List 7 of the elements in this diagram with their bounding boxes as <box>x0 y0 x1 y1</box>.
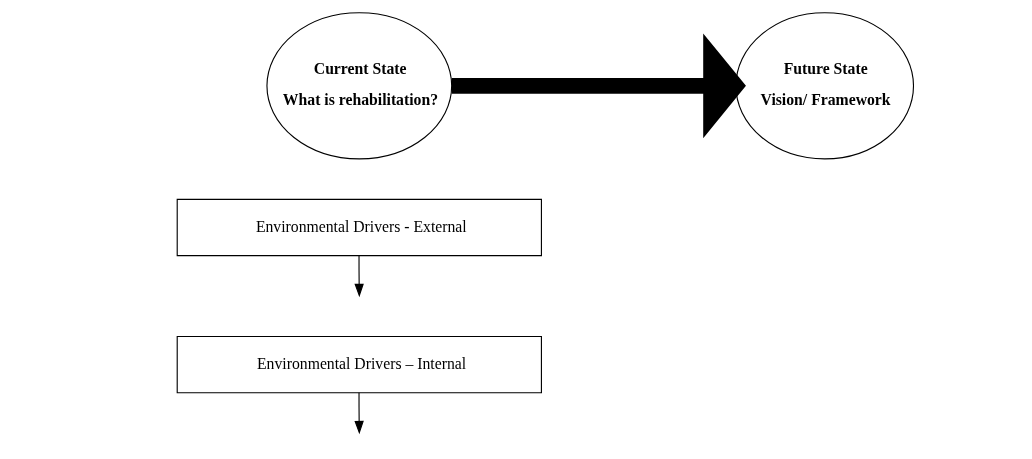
arrow <box>451 33 746 139</box>
arrow <box>354 392 364 435</box>
node-ellipse: Future State Vision/ Framework <box>735 12 915 160</box>
node-box: Environmental Drivers - External <box>176 198 542 257</box>
node-box: Environmental Drivers – Internal <box>176 335 542 394</box>
arrow <box>354 255 364 298</box>
node-ellipse: Current State What is rehabilitation? <box>266 12 453 160</box>
